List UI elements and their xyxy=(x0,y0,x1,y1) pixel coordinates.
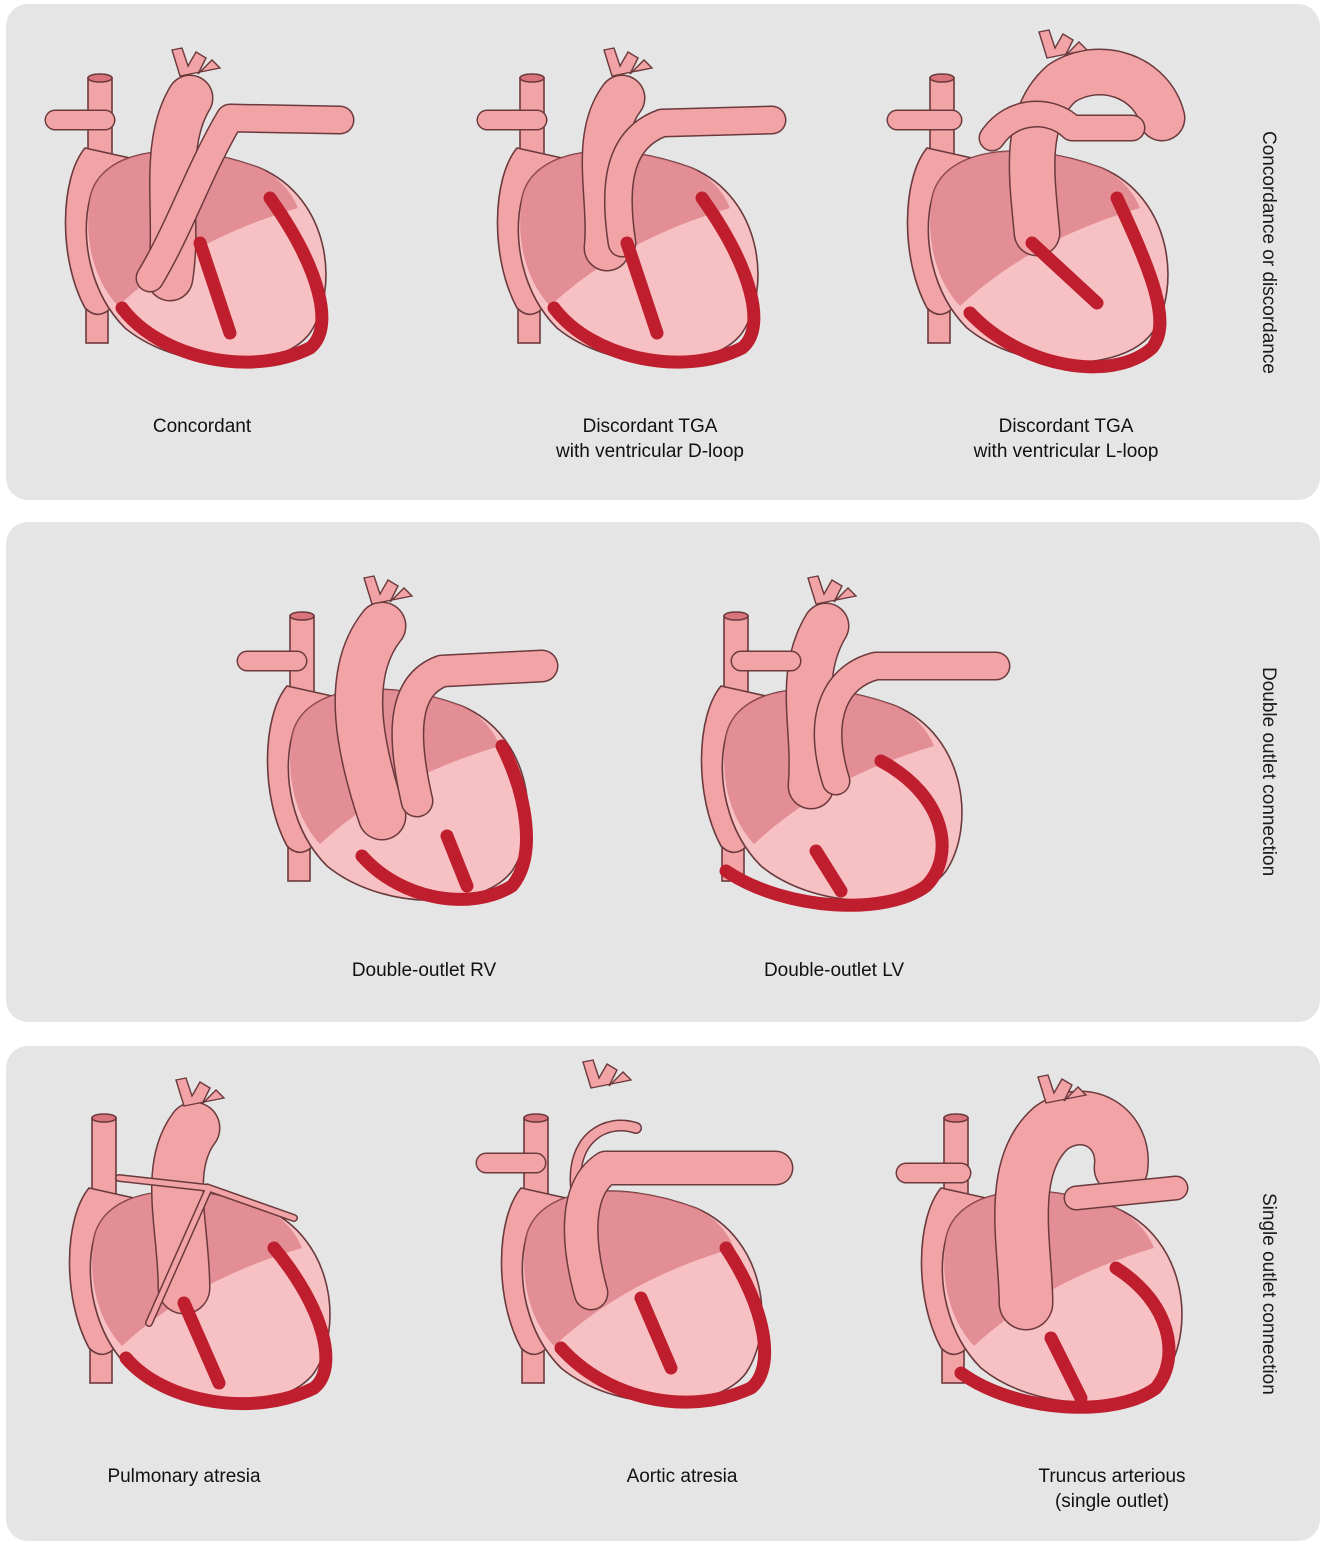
caption-double-outlet-lv: Double-outlet LV xyxy=(674,958,994,983)
aortic-arch-branches xyxy=(604,48,652,76)
svc-lumen xyxy=(724,612,748,620)
heart-tga-l-loop-icon xyxy=(872,28,1232,388)
svc-lumen xyxy=(290,612,314,620)
caption-truncus-arteriosus: Truncus arterious(single outlet) xyxy=(952,1464,1272,1514)
svc-lumen xyxy=(944,1114,968,1122)
svc-lumen xyxy=(92,1114,116,1122)
panel-double-outlet xyxy=(6,522,1320,1022)
heart-double-outlet-lv-icon xyxy=(666,566,1026,926)
svc-lumen xyxy=(88,74,112,82)
aortic-arch-branches xyxy=(364,576,412,604)
aorta-root xyxy=(177,1128,194,1288)
aortic-arch-branches xyxy=(808,576,856,604)
aortic-arch-branches xyxy=(176,1078,224,1106)
heart-tga-d-loop-icon xyxy=(462,28,822,388)
pulmonary-branch-left xyxy=(1076,1188,1176,1198)
heart-aortic-atresia-icon xyxy=(466,1068,826,1428)
svc-lumen xyxy=(930,74,954,82)
svc-lumen xyxy=(524,1114,548,1122)
caption-aortic-atresia: Aortic atresia xyxy=(522,1464,842,1489)
heart-truncus-arteriosus-icon xyxy=(886,1068,1246,1428)
caption-concordant: Concordant xyxy=(42,414,362,439)
caption-pulmonary-atresia: Pulmonary atresia xyxy=(24,1464,344,1489)
heart-double-outlet-rv-icon xyxy=(232,566,592,926)
row-label-concordance: Concordance or discordance xyxy=(1236,4,1300,500)
aorta-root xyxy=(359,626,382,816)
caption-double-outlet-rv: Double-outlet RV xyxy=(264,958,584,983)
heart-concordant-icon xyxy=(30,28,390,388)
aortic-arch-branches xyxy=(172,48,220,76)
row-label-double-outlet: Double outlet connection xyxy=(1236,522,1300,1022)
heart-pulmonary-atresia-icon xyxy=(34,1068,394,1428)
svc-lumen xyxy=(520,74,544,82)
